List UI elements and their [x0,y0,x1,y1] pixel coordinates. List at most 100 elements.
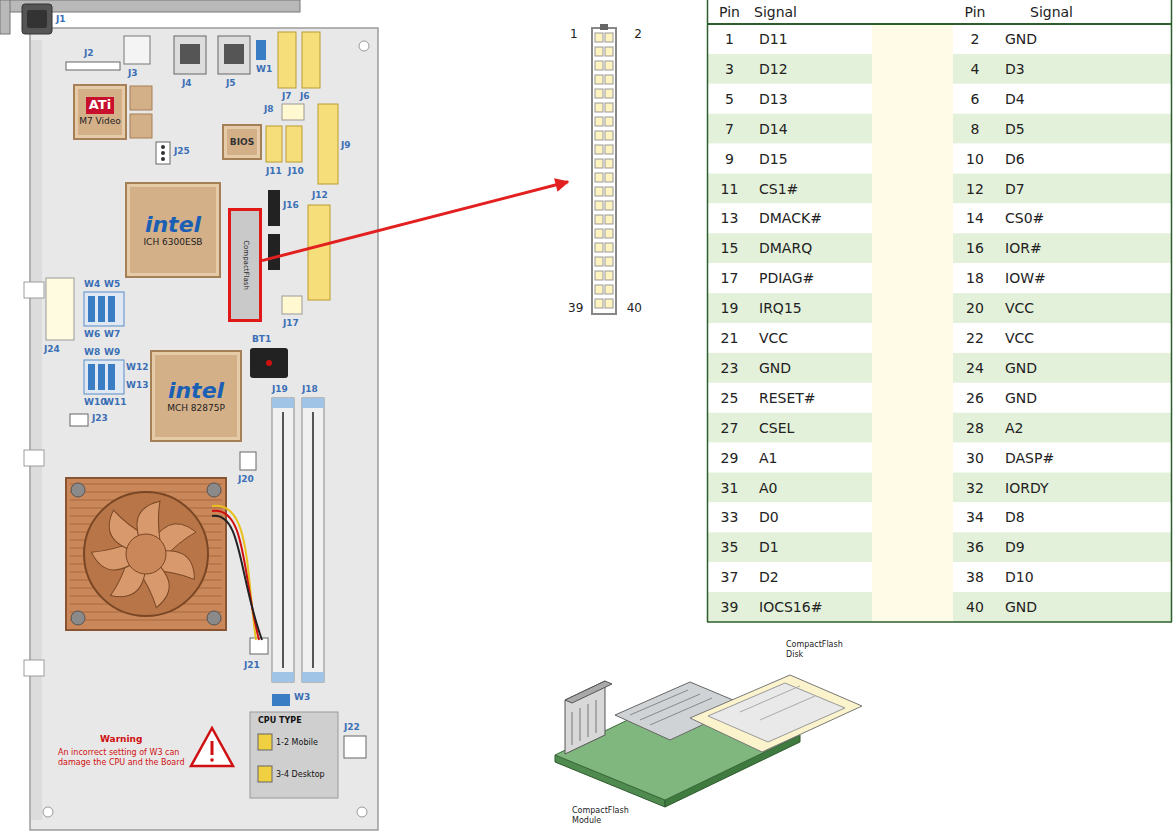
flash-module-drawing [708,683,845,742]
header-pin [595,173,603,182]
chip-marking: intel [168,378,224,403]
header-pin [605,173,613,182]
header-pin [605,299,613,308]
pin-number: 27 [707,413,752,443]
pin-number: 15 [707,233,752,263]
pin-number: 3 [707,54,752,84]
header-pin [605,201,613,210]
memory-chip [130,86,152,138]
pin-number: 26 [953,383,997,413]
signal-name: D10 [997,562,1169,592]
setting-label: 3-4 Desktop [276,770,325,779]
connector [218,36,250,74]
part-label: J17 [283,318,299,328]
connector [240,452,256,470]
dimm-slot [302,398,324,408]
jumper [88,364,95,390]
pin-number: 40 [953,592,997,622]
chip-marking: intel [145,212,201,237]
header-pin [595,285,603,294]
pointer-arrow [262,182,568,261]
pin-header-drawing [600,24,608,30]
battery [266,360,272,366]
signal-name: GND [997,383,1169,413]
header-pin [595,33,613,308]
cooler-fins [70,620,222,621]
signal-name: CSEL [752,413,872,443]
signal-name: D3 [997,54,1169,84]
serial-port [22,4,52,34]
battery [250,348,288,378]
pin-number: 17 [707,263,752,293]
part-label: W10 [84,397,106,407]
header-pin [605,103,613,112]
mounting-bracket [0,0,10,34]
signal-name: VCC [752,323,872,353]
fan-wire [212,511,259,640]
pin-number: 9 [707,144,752,174]
dimm-slot [272,672,294,682]
part-label: J16 [283,200,299,210]
chip-marking: M7 Video [79,116,121,126]
part-label: J9 [341,140,351,150]
connector [250,638,268,654]
southbridge-chip: intelICH 6300ESB [125,182,221,278]
header-pin [595,215,603,224]
processor-cooler [66,478,226,630]
connector [278,32,296,88]
connector [46,278,74,340]
header-pin [605,229,613,238]
pin-number: 32 [953,473,997,503]
chip-marking: MCH 82875P [167,403,225,413]
pin-number: 31 [707,473,752,503]
signal-name: D0 [752,502,872,532]
pin-number: 20 [953,293,997,323]
signal-name: VCC [997,323,1169,353]
header-pin [595,47,603,56]
pin-number: 29 [707,443,752,473]
signal-name: DMACK# [752,203,872,233]
pin-number: 23 [707,353,752,383]
connector [268,190,280,226]
pin-number: 38 [953,562,997,592]
part-label: J4 [182,78,192,88]
serial-port [22,4,52,34]
circuit-board [357,807,367,817]
connector [161,145,165,149]
caution-note: An incorrect setting of W3 can damage th… [58,748,186,767]
part-label: J1 [56,14,66,24]
header-pin [595,145,603,154]
pin-number: 4 [953,54,997,84]
pin-number: 6 [953,84,997,114]
header-pin [595,89,603,98]
signal-name: CS1# [752,174,872,204]
processor-cooler [84,492,208,616]
part-label: J25 [174,146,190,156]
pin-number: 13 [707,203,752,233]
signal-name: D7 [997,174,1169,204]
pin-number: 28 [953,413,997,443]
pin-number: 14 [953,203,997,233]
part-label: J23 [92,413,108,423]
pin-number: 39 [707,592,752,622]
part-label: J11 [266,166,282,176]
part-label: J7 [282,91,292,101]
signal-name: D5 [997,114,1169,144]
part-label: J24 [44,344,60,354]
graphics-chip: ATiM7 Video [73,84,127,140]
header-pin [605,257,613,266]
connector [70,414,88,426]
header-pin [595,271,603,280]
part-label: J22 [344,722,360,732]
signal-name: GND [752,353,872,383]
part-label: J2 [84,48,94,58]
setting-label: 1-2 Mobile [276,738,318,747]
header-pin [605,271,613,280]
header-pin [605,33,613,42]
header-pin [595,201,603,210]
pin-number: 8 [953,114,997,144]
jumper [98,364,105,390]
dimm-slot [272,398,324,682]
signal-name: RESET# [752,383,872,413]
